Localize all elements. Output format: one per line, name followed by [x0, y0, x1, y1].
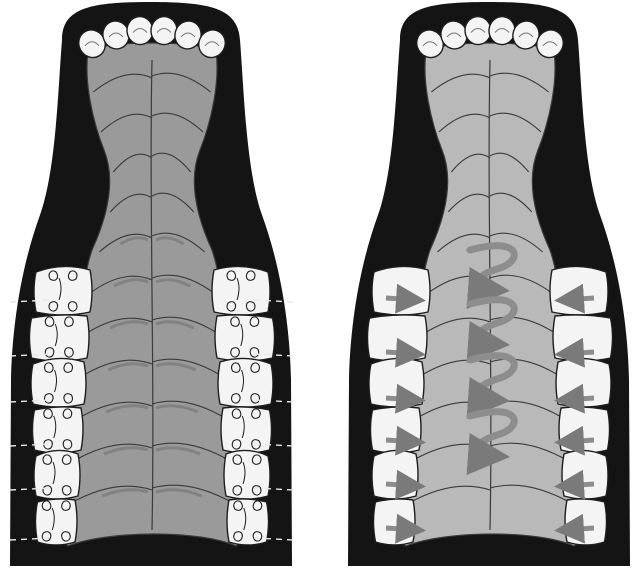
cheek-tooth: [562, 450, 608, 499]
cheek-tooth: [34, 266, 92, 315]
panel-left: [10, 2, 294, 566]
lateral-arrow: [386, 440, 416, 442]
cheek-tooth: [30, 315, 90, 361]
lateral-arrow: [564, 298, 594, 300]
lateral-arrow: [386, 398, 416, 400]
cheek-tooth: [34, 450, 80, 499]
cheek-tooth: [212, 266, 270, 315]
cheek-tooth: [221, 407, 272, 453]
lateral-arrow: [564, 528, 594, 530]
lateral-arrow: [386, 528, 416, 530]
cheek-tooth: [372, 450, 418, 499]
panel-right: [348, 2, 630, 566]
lateral-arrow: [386, 298, 416, 300]
lateral-arrow: [564, 398, 594, 400]
lateral-arrow: [564, 352, 594, 354]
lateral-arrow: [386, 484, 416, 486]
cheek-tooth: [33, 407, 84, 453]
cheek-tooth: [550, 266, 608, 315]
cheek-tooth: [218, 358, 273, 407]
cheek-tooth: [31, 358, 86, 407]
cheek-tooth: [372, 266, 430, 315]
cheek-tooth: [224, 450, 270, 499]
cheek-tooth: [565, 499, 607, 545]
cheek-tooth: [371, 407, 422, 453]
lateral-arrow: [564, 484, 594, 486]
cheek-tooth: [559, 407, 610, 453]
lateral-arrow: [564, 440, 594, 442]
cheek-tooth: [374, 499, 416, 545]
lateral-arrow: [386, 352, 416, 354]
